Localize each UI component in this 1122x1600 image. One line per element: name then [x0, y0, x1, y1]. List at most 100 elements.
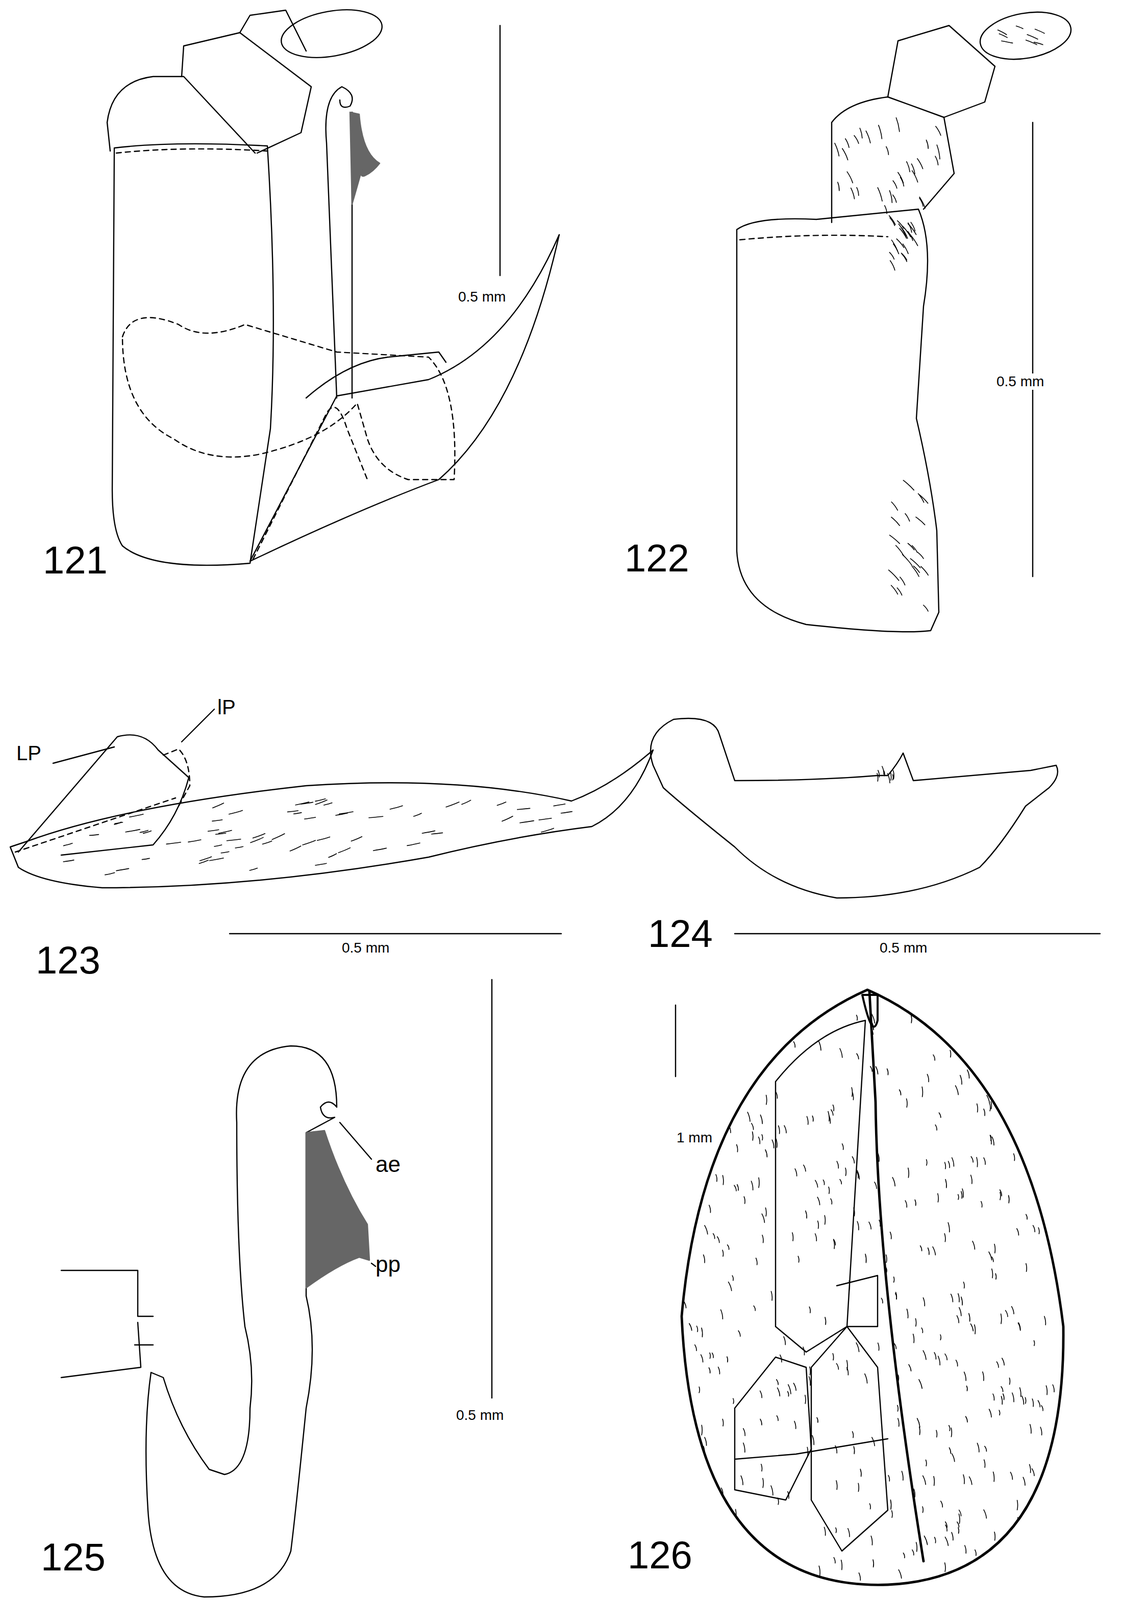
figure-number: 121 [42, 540, 108, 580]
illustration-stroke [871, 1014, 876, 1024]
illustration-stroke [1043, 1037, 1046, 1043]
illustration-stroke [854, 135, 859, 144]
illustration-stroke [864, 1374, 868, 1384]
illustration-stroke [976, 5, 1076, 66]
illustration-stroke [55, 26, 1061, 1583]
illustration-stroke [993, 1071, 995, 1081]
illustration-stroke [1035, 29, 1045, 34]
illustration-stroke [897, 220, 904, 229]
illustration-stroke [445, 862, 453, 865]
illustration-stroke [1059, 1124, 1061, 1130]
illustration-stroke [107, 76, 256, 154]
illustration-stroke [704, 1020, 708, 1029]
illustration-stroke [898, 223, 906, 237]
illustration-stroke [856, 1053, 859, 1060]
illustration-stroke [338, 848, 351, 854]
illustration-stroke [738, 1527, 740, 1535]
illustration-stroke [1032, 1399, 1034, 1407]
illustration-stroke [957, 1522, 960, 1528]
illustration-stroke [239, 10, 307, 52]
illustration-stroke [1017, 1517, 1019, 1527]
illustration-stroke [975, 1550, 977, 1556]
illustration-stroke [1000, 1192, 1001, 1201]
illustration-stroke [373, 848, 387, 851]
illustration-stroke [842, 148, 849, 160]
illustration-stroke [253, 407, 368, 560]
illustration-stroke [933, 1054, 935, 1061]
illustration-stroke [1019, 1387, 1021, 1398]
illustration-stroke [923, 605, 929, 612]
illustration-stroke [731, 1040, 733, 1050]
illustration-stroke [689, 1323, 692, 1331]
illustration-stroke [1013, 1153, 1015, 1161]
illustration-stroke [1042, 1017, 1046, 1027]
illustration-stroke [903, 1553, 905, 1559]
illustration-stroke [423, 858, 437, 862]
illustration-stroke [865, 1254, 867, 1263]
illustration-stroke [293, 812, 302, 815]
illustration-stroke [956, 1360, 958, 1367]
illustration-stroke [836, 1161, 839, 1168]
illustration-stroke [915, 516, 926, 525]
illustration-stroke [812, 1435, 814, 1445]
illustration-stroke [214, 844, 222, 847]
illustration-stroke [421, 830, 435, 834]
illustration-stroke [886, 146, 889, 155]
illustration-stroke [122, 317, 455, 481]
illustration-stroke [315, 799, 326, 802]
illustration-stroke [852, 1431, 854, 1438]
illustration-stroke [884, 205, 887, 214]
illustration-stroke [835, 1445, 837, 1454]
illustration-stroke [944, 1354, 947, 1361]
illustration-stroke [1044, 1316, 1046, 1326]
illustration-stroke [913, 1488, 915, 1498]
illustration-stroke [714, 1053, 718, 1061]
illustration-stroke [784, 1125, 787, 1133]
illustration-stroke [912, 1550, 914, 1556]
illustration-stroke [908, 1167, 909, 1178]
illustration-stroke [889, 215, 918, 271]
illustration-stroke [743, 1442, 745, 1453]
illustration-stroke [431, 832, 443, 834]
illustration-stroke [967, 1010, 970, 1018]
illustration-stroke [1045, 1385, 1047, 1395]
illustration-stroke [188, 839, 202, 842]
illustration-stroke [890, 260, 895, 271]
illustration-stroke [848, 1528, 850, 1537]
illustration-stroke [995, 1273, 996, 1280]
illustration-stroke [704, 1437, 707, 1446]
illustration-stroke [918, 493, 925, 503]
illustration-stroke [984, 1446, 987, 1452]
illustration-stroke [892, 1177, 895, 1187]
illustration-stroke [739, 235, 888, 240]
illustration-stroke [948, 1161, 951, 1168]
illustration-stroke [963, 1282, 965, 1289]
illustration-stroke [713, 1233, 715, 1239]
illustration-stroke [945, 1525, 947, 1532]
illustration-stroke [998, 26, 1045, 45]
illustration-stroke [915, 1318, 916, 1327]
illustration-stroke [793, 1383, 796, 1391]
illustration-stroke [541, 828, 554, 833]
illustration-stroke [760, 1062, 761, 1073]
illustration-stroke [734, 933, 1101, 935]
illustration-stroke [229, 933, 562, 935]
illustration-stroke [249, 868, 258, 871]
illustration-stroke [760, 1418, 762, 1426]
scale-label: 0.5 mm [458, 289, 506, 305]
illustration-stroke [853, 1207, 855, 1216]
illustration-stroke [858, 1483, 859, 1492]
illustration-stroke [758, 1012, 761, 1020]
illustration-stroke [991, 1257, 994, 1262]
illustration-stroke [696, 1326, 698, 1332]
illustration-stroke [873, 1559, 874, 1567]
illustration-stroke [592, 861, 605, 867]
illustration-stroke [1033, 1225, 1036, 1233]
illustration-stroke [1011, 1306, 1014, 1315]
illustration-stroke [743, 1428, 745, 1436]
illustration-stroke [891, 517, 900, 527]
illustration-stroke [371, 1263, 376, 1267]
illustration-stroke [923, 1475, 927, 1485]
illustration-stroke [982, 1372, 984, 1381]
illustration-stroke [787, 1391, 789, 1396]
